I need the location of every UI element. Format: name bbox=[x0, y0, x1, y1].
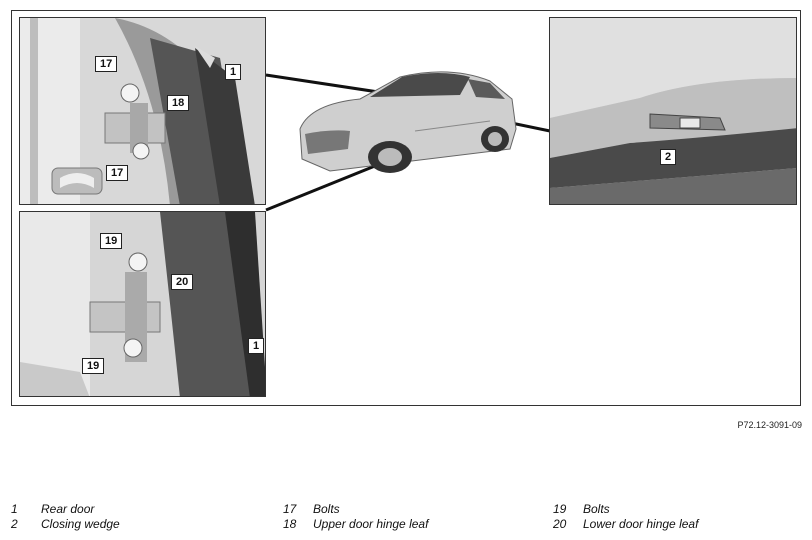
callout-lower-hinge-leaf: 20 bbox=[171, 274, 194, 290]
legend-item: 2 Closing wedge bbox=[11, 517, 120, 532]
legend-text: Bolts bbox=[313, 502, 340, 516]
legend-number: 1 bbox=[11, 502, 18, 516]
closing-wedge-illustration bbox=[550, 18, 796, 204]
lower-hinge-panel bbox=[19, 211, 266, 397]
legend-number: 20 bbox=[553, 517, 567, 531]
legend-item: 19 Bolts bbox=[553, 502, 698, 517]
figure-code: P72.12-3091-09 bbox=[737, 420, 802, 430]
figure-frame: 17 18 1 17 19 20 1 19 bbox=[11, 10, 801, 406]
callout-rear-door-lower: 1 bbox=[248, 338, 265, 354]
legend-item: 17 Bolts bbox=[283, 502, 428, 517]
callout-bolts-lower-top: 19 bbox=[100, 233, 123, 249]
legend-column-3: 19 Bolts 20 Lower door hinge leaf bbox=[553, 502, 698, 532]
upper-hinge-illustration bbox=[20, 18, 265, 204]
closing-wedge-panel bbox=[549, 17, 797, 205]
legend-item: 20 Lower door hinge leaf bbox=[553, 517, 698, 532]
legend-column-1: 1 Rear door 2 Closing wedge bbox=[11, 502, 120, 532]
legend-text: Upper door hinge leaf bbox=[313, 517, 429, 531]
callout-bolts-lower-bottom: 19 bbox=[82, 358, 105, 374]
legend-item: 1 Rear door bbox=[11, 502, 120, 517]
legend-text: Closing wedge bbox=[41, 517, 120, 531]
callout-bolts-upper-bottom: 17 bbox=[106, 165, 129, 181]
callout-upper-hinge-leaf: 18 bbox=[167, 95, 190, 111]
callout-closing-wedge: 2 bbox=[660, 149, 677, 165]
lower-hinge-illustration bbox=[20, 212, 265, 396]
car-illustration bbox=[299, 71, 517, 173]
legend-text: Lower door hinge leaf bbox=[583, 517, 699, 531]
legend-column-2: 17 Bolts 18 Upper door hinge leaf bbox=[283, 502, 428, 532]
legend-number: 19 bbox=[553, 502, 567, 516]
legend-number: 17 bbox=[283, 502, 297, 516]
callout-rear-door-upper: 1 bbox=[225, 64, 242, 80]
legend-text: Rear door bbox=[41, 502, 95, 516]
upper-hinge-panel bbox=[19, 17, 266, 205]
legend-number: 18 bbox=[283, 517, 297, 531]
callout-bolts-upper-top: 17 bbox=[95, 56, 118, 72]
legend-number: 2 bbox=[11, 517, 18, 531]
legend-item: 18 Upper door hinge leaf bbox=[283, 517, 428, 532]
legend-text: Bolts bbox=[583, 502, 610, 516]
